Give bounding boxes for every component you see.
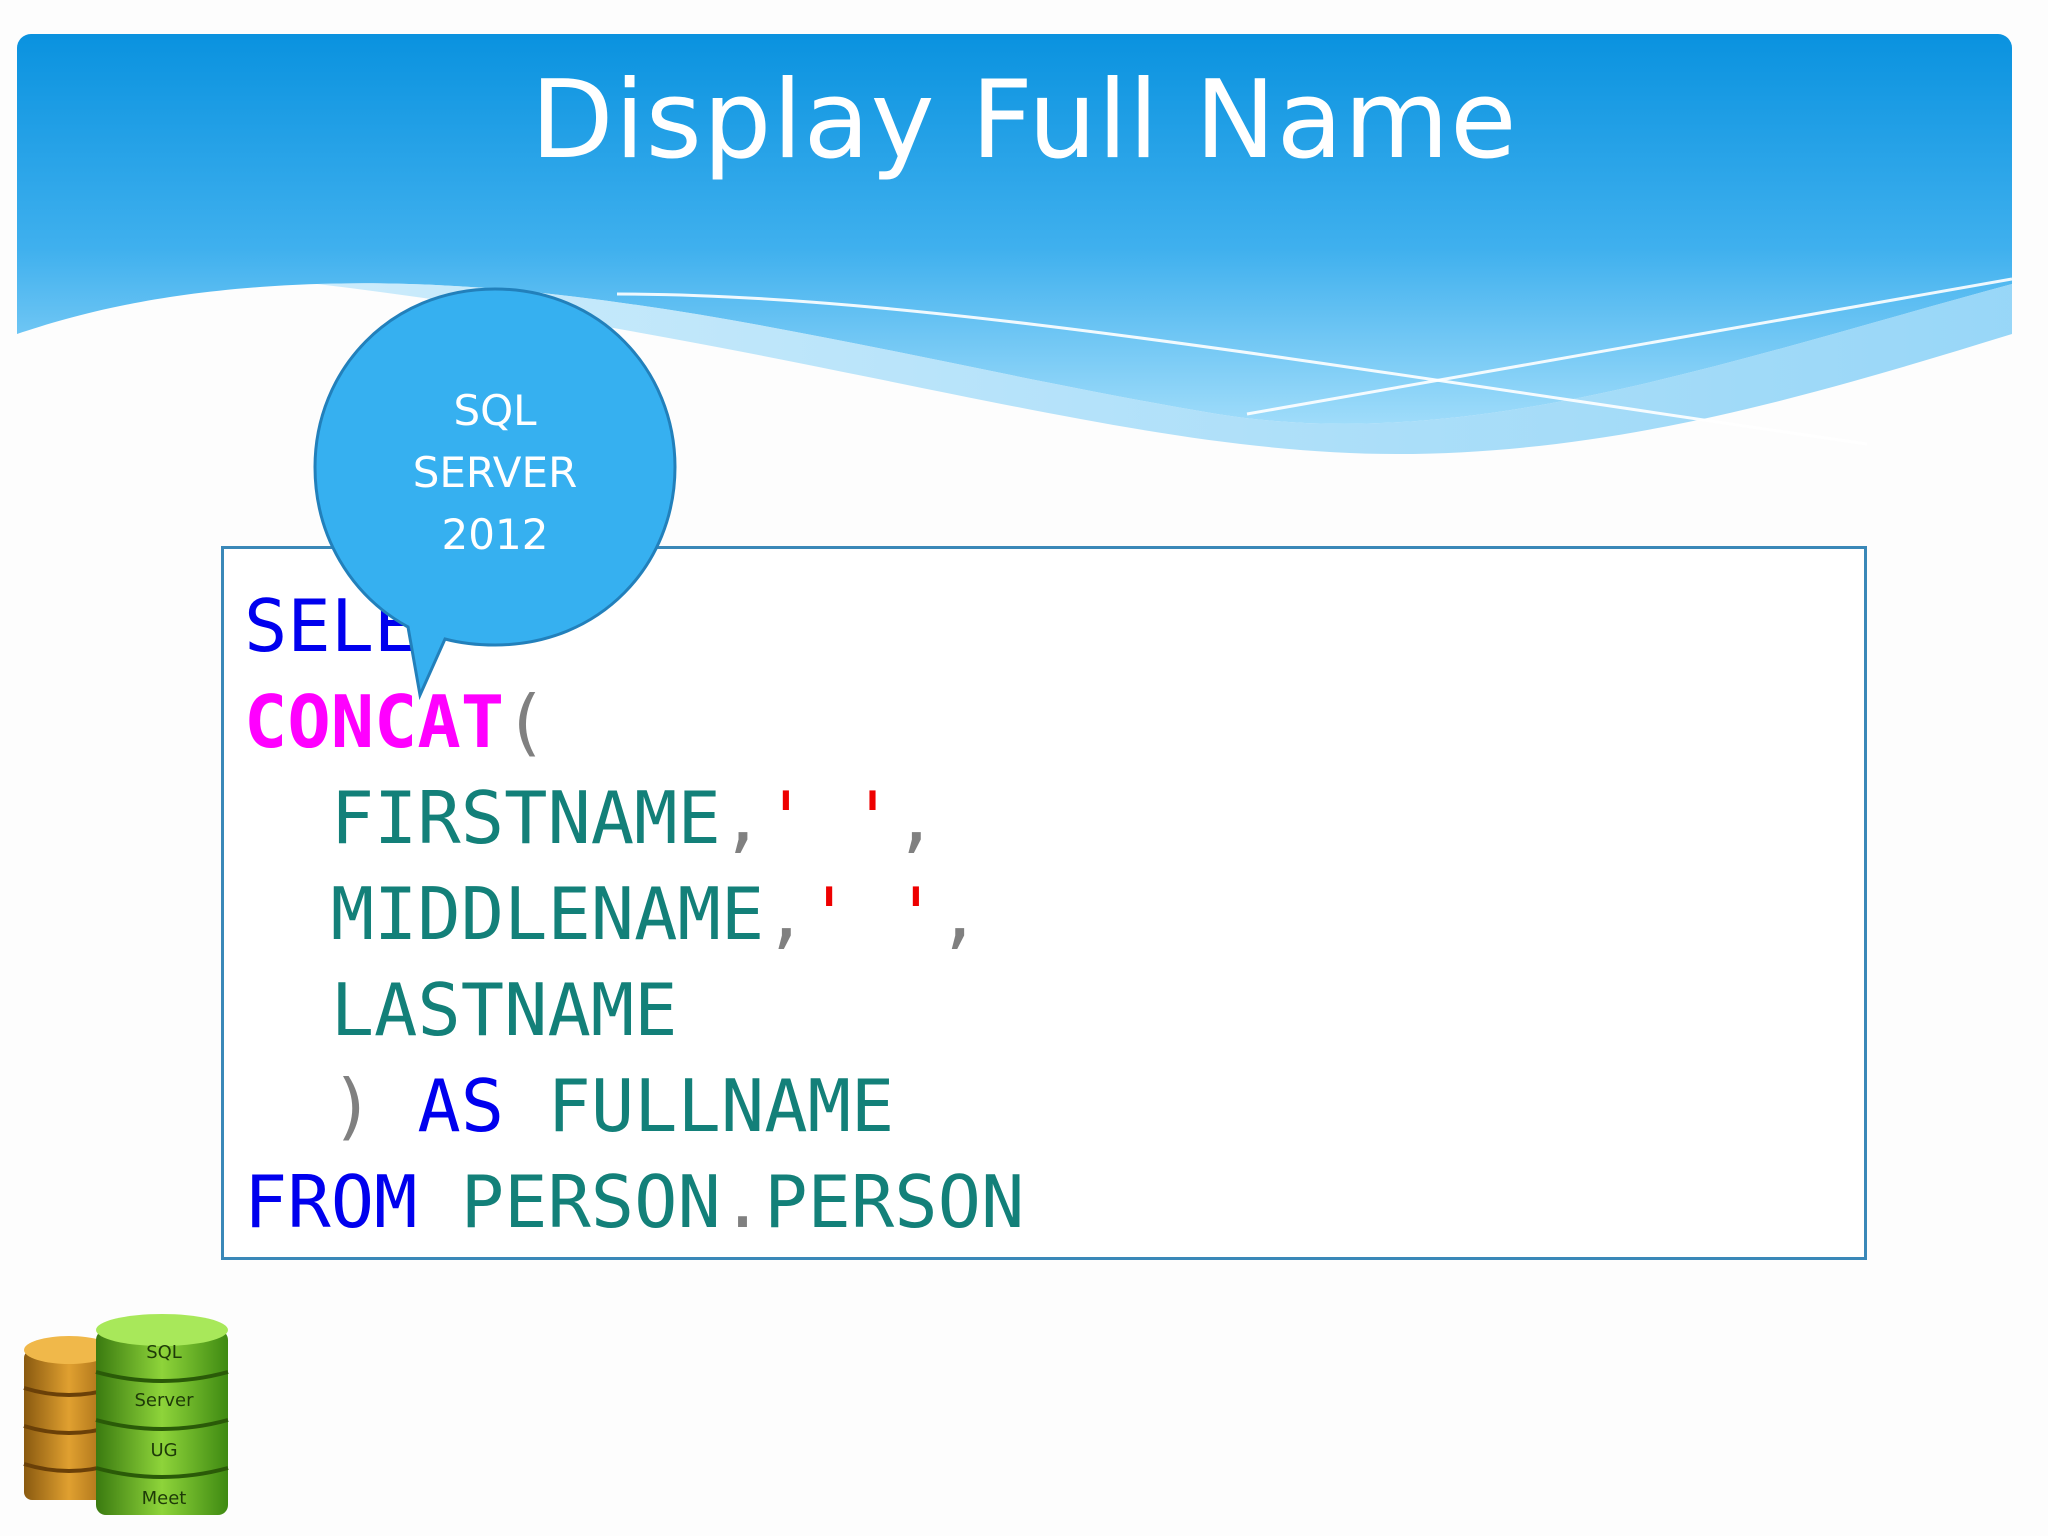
logo-line-2: Server (134, 1390, 194, 1411)
open-paren: ( (504, 680, 548, 764)
code-line-7: FROM PERSON.PERSON (244, 1160, 1024, 1244)
fullname-alias: FULLNAME (547, 1064, 895, 1148)
callout-line-1: SQL (453, 386, 537, 435)
concat-function: CONCAT (244, 680, 505, 764)
code-line-2: CONCAT( (244, 680, 547, 764)
logo-line-4: Meet (142, 1488, 187, 1509)
green-database-icon: SQL Server UG Meet (95, 1314, 229, 1515)
comma: , (937, 872, 981, 956)
from-keyword: FROM (244, 1160, 418, 1244)
schema-name: PERSON (460, 1160, 721, 1244)
code-line-6: ) AS FULLNAME (244, 1064, 895, 1148)
comma: , (894, 776, 938, 860)
middlename-column: MIDDLENAME (330, 872, 765, 956)
callout-line-2: SERVER (412, 448, 578, 497)
dot: . (720, 1160, 765, 1244)
firstname-column: FIRSTNAME (330, 776, 721, 860)
code-line-4: MIDDLENAME,' ', (244, 872, 981, 956)
code-box (221, 546, 1867, 1260)
table-name: PERSON (764, 1160, 1025, 1244)
as-keyword: AS (417, 1064, 505, 1148)
close-paren: ) (330, 1064, 375, 1148)
slide-title: Display Full Name (530, 58, 1518, 183)
logo-line-1: SQL (146, 1342, 182, 1363)
code-line-5: LASTNAME (244, 968, 678, 1052)
speech-bubble-icon (313, 287, 677, 701)
sql-server-ug-logo: SQL Server UG Meet (23, 1314, 229, 1515)
header-banner: Display Full Name (17, 34, 2012, 464)
callout-line-3: 2012 (441, 510, 549, 559)
comma: , (720, 776, 765, 860)
lastname-column: LASTNAME (330, 968, 678, 1052)
space-string: ' ' (764, 776, 895, 860)
callout-text: SQL SERVER 2012 (395, 380, 595, 566)
comma: , (764, 872, 808, 956)
logo-line-3: UG (150, 1440, 177, 1461)
code-line-3: FIRSTNAME,' ', (244, 776, 938, 860)
space-string: ' ' (807, 872, 938, 956)
